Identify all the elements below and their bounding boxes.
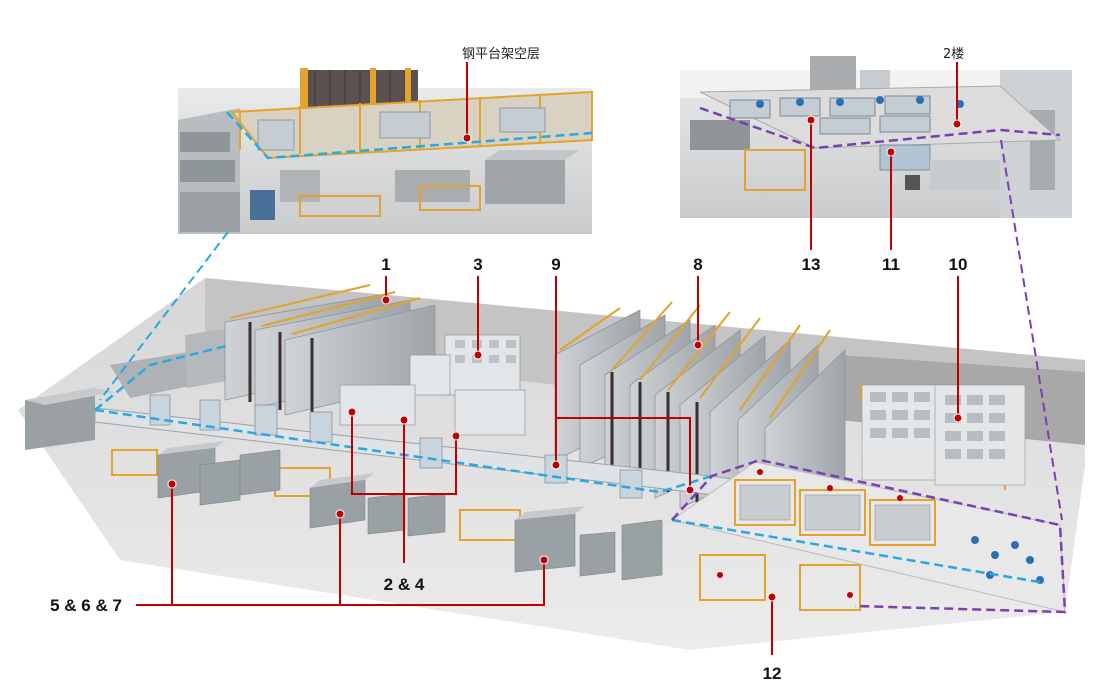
inset-second-floor [680, 56, 1072, 218]
callout-label-3: 3 [473, 255, 482, 274]
caption-second-floor: 2楼 [943, 47, 964, 62]
callout-label-9: 9 [551, 255, 560, 274]
callout-label-11: 11 [882, 255, 900, 274]
callout-dots [167, 115, 963, 602]
callout-lines [136, 62, 959, 655]
caption-steel-platform: 钢平台架空层 [462, 47, 540, 62]
inset-steel-platform [178, 68, 593, 234]
callout-label-12: 12 [763, 664, 782, 683]
callout-label-13: 13 [802, 255, 821, 274]
callout-label-5-6-7: 5 & 6 & 7 [50, 596, 122, 615]
callout-label-1: 1 [381, 255, 390, 274]
callout-label-2-4: 2 & 4 [384, 575, 425, 594]
main-factory-view [18, 139, 1085, 650]
callout-label-10: 10 [949, 255, 968, 274]
callout-label-8: 8 [693, 255, 702, 274]
